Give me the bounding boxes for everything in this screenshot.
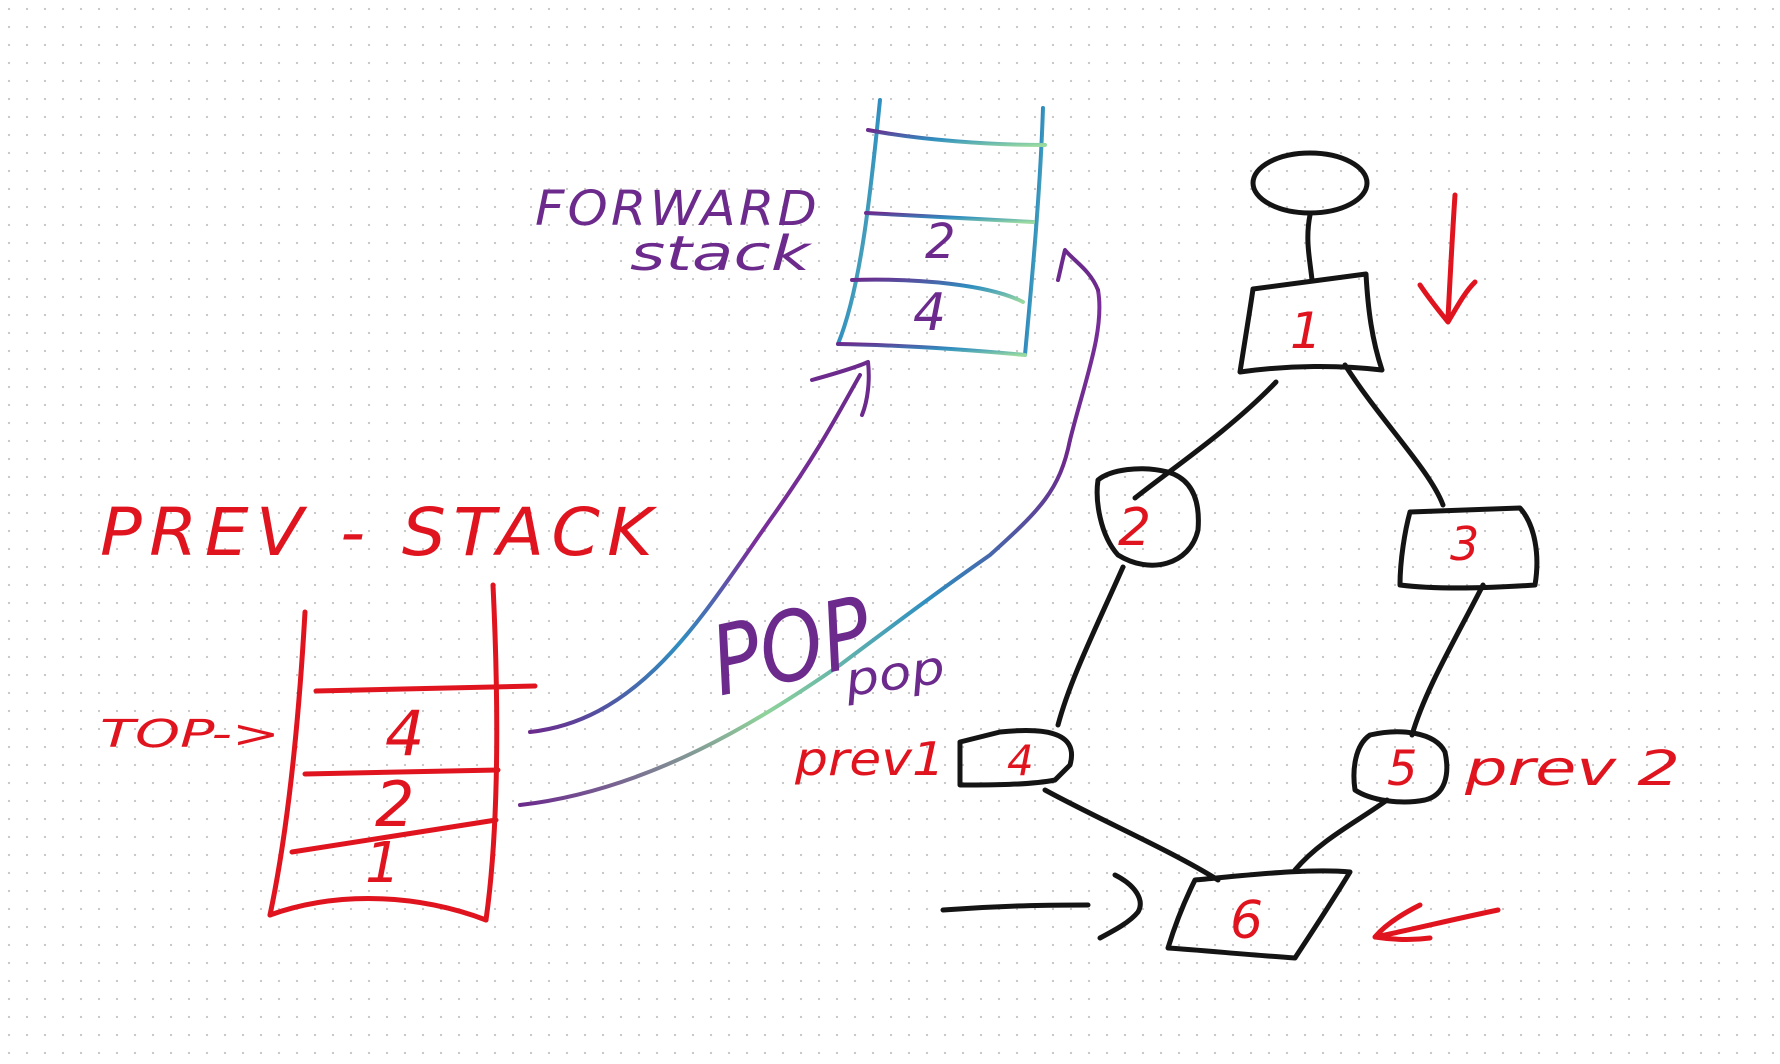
graph-edge-4-6 (1042, 787, 1221, 883)
forward-stack-title-line2: stack (630, 226, 813, 282)
pop-arrow-2 (518, 288, 1102, 807)
graph-node-6-label: 6 (1230, 891, 1263, 951)
prev-stack-item-2: 2 (375, 768, 414, 841)
down-arrow-icon (1417, 192, 1478, 325)
prev-stack-item-3: 1 (365, 831, 401, 896)
graph-root-node (1250, 150, 1370, 216)
prev2-label: prev 2 (1464, 741, 1680, 797)
prev-stack-group: PREV - STACK TOP-> 4 2 1 (100, 494, 660, 923)
graph-edge-incoming-head (1097, 872, 1143, 941)
graph-node-1-label: 1 (1290, 302, 1322, 360)
forward-stack-title-line1: FORWARD (535, 181, 820, 237)
graph-node-5-label: 5 (1387, 741, 1418, 797)
graph-edge-3-5 (1409, 582, 1486, 738)
top-pointer-label: TOP-> (100, 712, 280, 756)
graph-node-4-shape (957, 728, 1075, 788)
prev-stack-item-1: 4 (385, 697, 424, 770)
graph-node-6-shape (1165, 868, 1353, 961)
prev-stack-outline (267, 582, 538, 923)
graph-edge-root-1 (1305, 212, 1315, 283)
graph: 1 2 3 4 5 6 prev1 prev 2 (794, 150, 1680, 961)
graph-edge-1-3 (1342, 362, 1446, 508)
graph-node-1-shape (1237, 271, 1385, 375)
graph-node-3-label: 3 (1450, 517, 1479, 571)
graph-node-5-shape (1351, 729, 1450, 805)
pop-arrow-1-head (810, 360, 871, 417)
graph-node-2-label: 2 (1118, 498, 1151, 558)
pop-arrow-1 (528, 373, 862, 734)
forward-stack-group: FORWARD stack 2 4 (535, 98, 1047, 357)
forward-stack-item-2: 2 (925, 214, 956, 270)
prev1-label: prev1 (794, 732, 945, 786)
graph-node-3-shape (1397, 505, 1540, 591)
graph-edge-incoming (940, 902, 1091, 913)
graph-node-4-label: 4 (1007, 736, 1034, 785)
pop-arrow-2-head (1056, 248, 1100, 292)
graph-edge-5-6 (1292, 797, 1390, 873)
graph-edge-2-4 (1055, 564, 1126, 728)
prev-stack-title: PREV - STACK (100, 494, 660, 571)
graph-node-2-shape (1094, 466, 1201, 568)
forward-stack-outline (836, 98, 1047, 357)
left-arrow-icon (1372, 902, 1501, 942)
pop-arrows: POP pop (518, 248, 1102, 807)
forward-stack-item-3: 4 (913, 283, 946, 343)
graph-edge-1-2 (1132, 379, 1279, 501)
